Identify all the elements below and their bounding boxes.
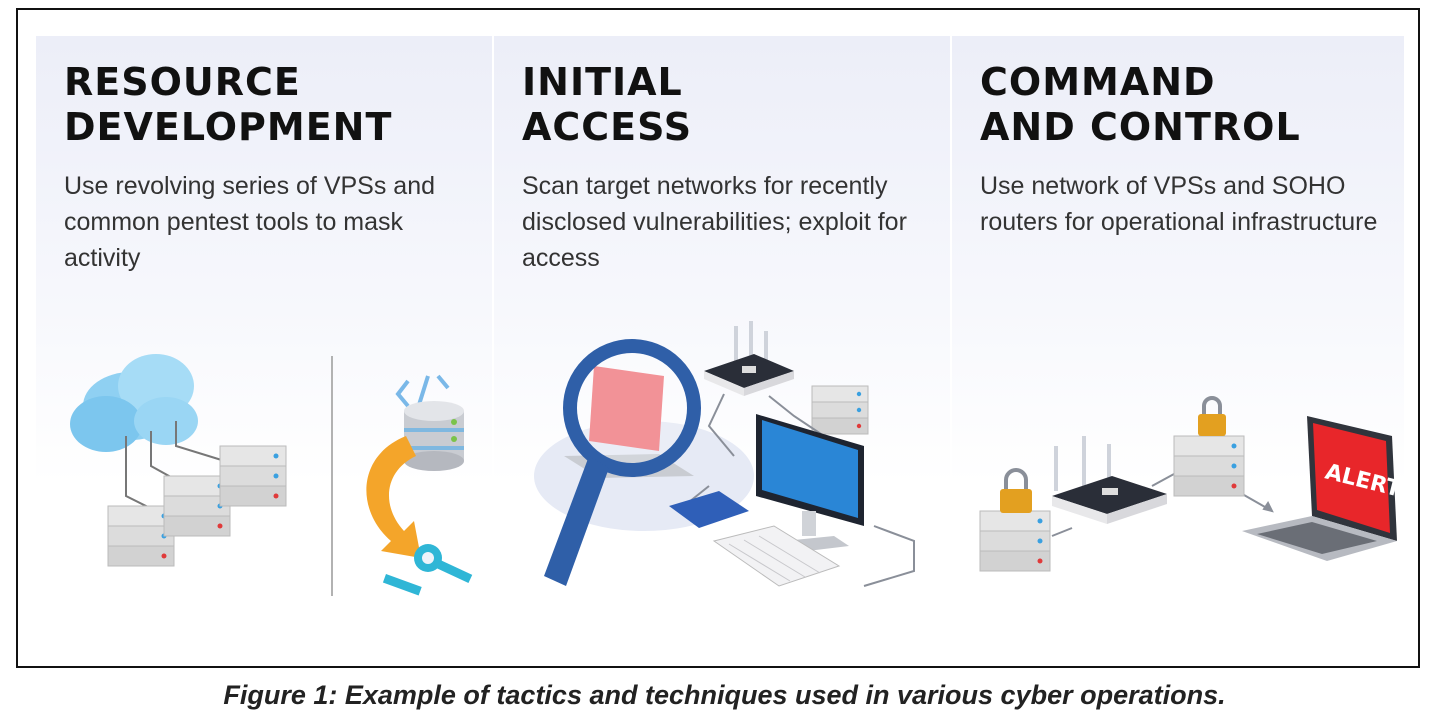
panel-command-and-control: COMMAND AND CONTROL Use network of VPSs … (952, 36, 1408, 596)
monitor-icon (756, 414, 864, 552)
server-icon (811, 385, 869, 435)
panel-description: Use revolving series of VPSs and common … (64, 172, 436, 272)
server-icon (219, 445, 287, 507)
panel-initial-access: INITIAL ACCESS Scan target networks for … (494, 36, 950, 596)
panel-description: Scan target networks for recently disclo… (522, 172, 907, 272)
title-line-2: ACCESS (522, 105, 693, 149)
figure-frame: RESOURCE DEVELOPMENT Use revolving serie… (16, 8, 1420, 668)
cloud-icon (70, 354, 198, 452)
panel-title: INITIAL ACCESS (522, 60, 692, 150)
wrench-icon (382, 544, 473, 596)
resource-development-illustration (70, 354, 473, 596)
lock-icon (1000, 468, 1032, 513)
panel-description: Use network of VPSs and SOHO routers for… (980, 172, 1378, 236)
curved-arrow-icon (366, 436, 421, 558)
panel-title: COMMAND AND CONTROL (980, 60, 1301, 150)
router-icon (1052, 436, 1167, 524)
title-line-2: DEVELOPMENT (64, 105, 393, 149)
title-line-1: INITIAL (522, 60, 683, 104)
figure-caption: Figure 1: Example of tactics and techniq… (223, 680, 1226, 710)
command-and-control-illustration: ALERT! (979, 396, 1408, 572)
lock-icon (1198, 396, 1226, 436)
title-line-2: AND CONTROL (980, 105, 1301, 149)
router-icon (704, 321, 794, 396)
server-icon (979, 510, 1051, 572)
server-icon (1173, 435, 1245, 497)
keyboard-icon (712, 525, 841, 587)
panel-title: RESOURCE DEVELOPMENT (64, 60, 392, 150)
title-line-1: RESOURCE (64, 60, 301, 104)
laptop-icon (1242, 416, 1397, 561)
magnifying-glass-icon (544, 339, 701, 586)
initial-access-illustration (534, 321, 915, 587)
tablet-icon (669, 491, 749, 528)
title-line-1: COMMAND (980, 60, 1216, 104)
server-icon (163, 475, 231, 537)
database-icon (404, 401, 464, 471)
panel-resource-development: RESOURCE DEVELOPMENT Use revolving serie… (36, 36, 492, 596)
